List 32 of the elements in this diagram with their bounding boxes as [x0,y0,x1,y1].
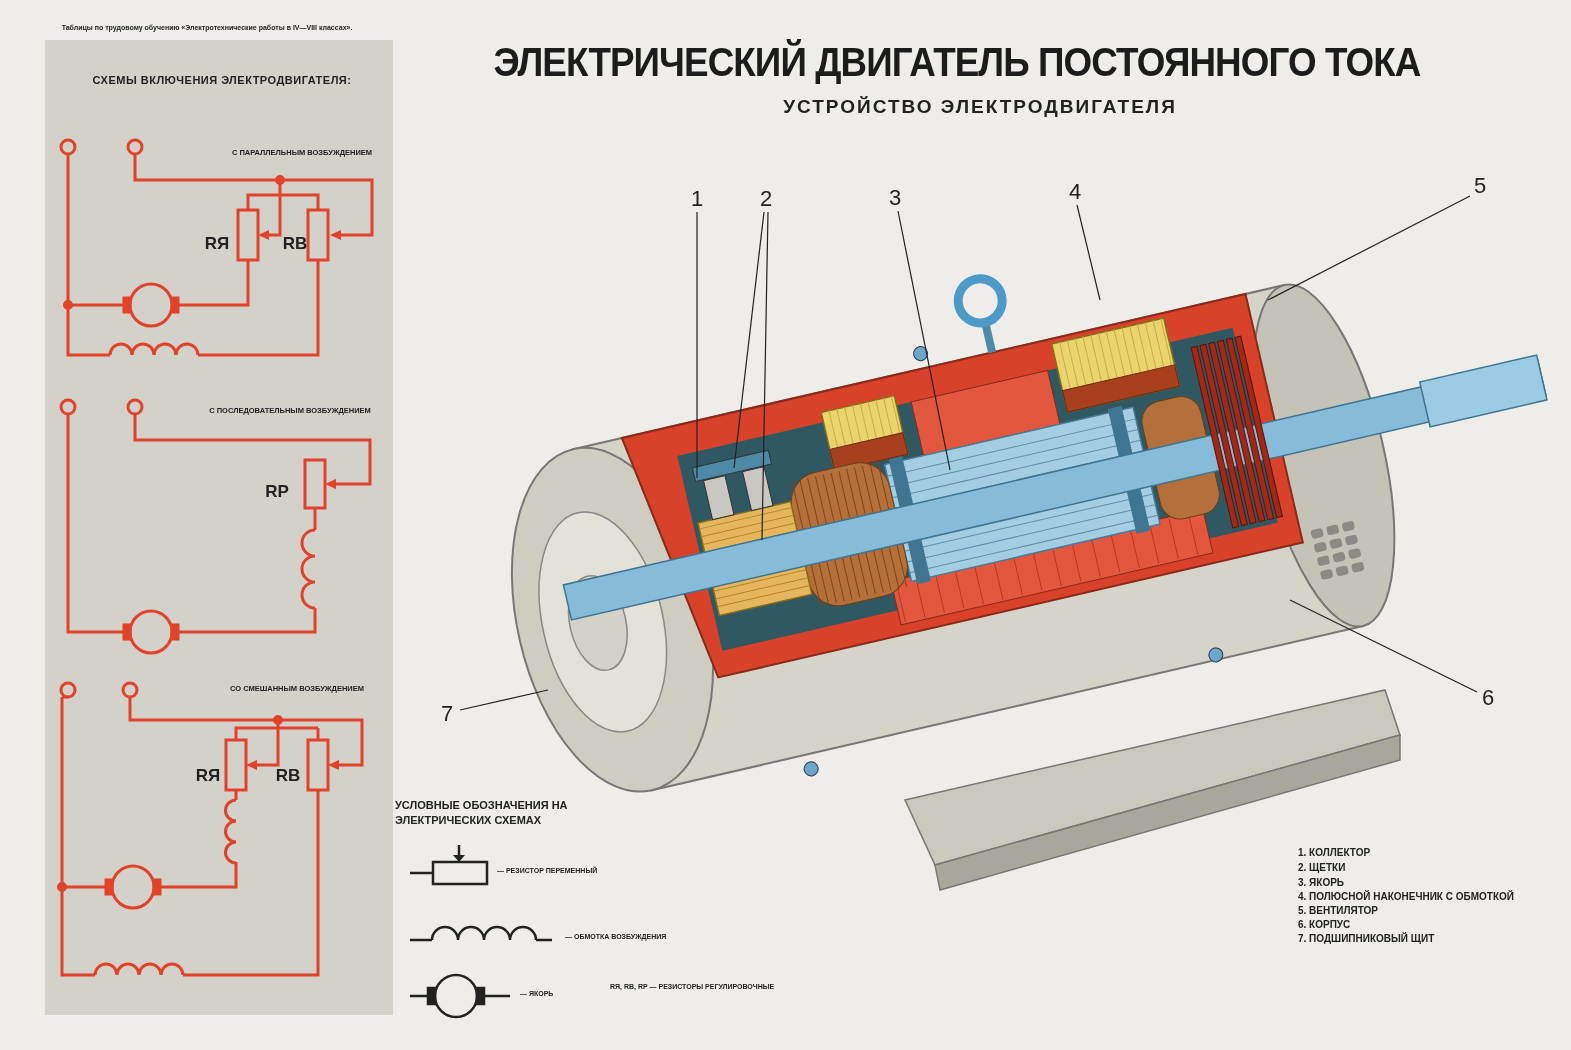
parts-list-item: 6. КОРПУС [1298,919,1351,930]
parts-list-item: 2. ЩЕТКИ [1298,862,1346,873]
circuit-panel [45,40,393,1015]
parts-list-item: 4. ПОЛЮСНОЙ НАКОНЕЧНИК С ОБМОТКОЙ [1298,891,1514,902]
title: ЭЛЕКТРИЧЕСКИЙ ДВИГАТЕЛЬ ПОСТОЯННОГО ТОКА [493,39,1421,85]
callout-number: 6 [1481,685,1495,711]
callout-number: 3 [888,185,902,211]
resistor-label: RB [275,766,301,786]
leader-line [761,211,769,541]
subtitle: УСТРОЙСТВО ЭЛЕКТРОДВИГАТЕЛЯ [783,96,1177,118]
legend-heading: УСЛОВНЫЕ ОБОЗНАЧЕНИЯ НА ЭЛЕКТРИЧЕСКИХ СХЕМАХ [395,798,569,828]
resistor-label: RB [282,234,308,254]
panel-heading: СХЕМЫ ВКЛЮЧЕНИЯ ЭЛЕКТРОДВИГАТЕЛЯ: [92,74,352,86]
resistor-label: RЯ [195,766,221,786]
callout-number: 4 [1068,179,1082,205]
leader-line [733,211,765,469]
leader-line [1076,204,1101,301]
parts-list-item: 5. ВЕНТИЛЯТОР [1298,905,1379,916]
leader-line [1289,599,1478,693]
parts-list-item: 1. КОЛЛЕКТОР [1298,847,1371,858]
resistor-label: RЯ [204,234,230,254]
leader-line [1267,195,1471,301]
leader-line [459,689,549,711]
callout-number: 7 [440,701,454,727]
callout-number: 1 [690,186,704,212]
leader-line [897,210,951,471]
leader-line [696,211,698,479]
callout-number: 5 [1473,173,1487,199]
parts-list-item: 7. ПОДШИПНИКОВЫЙ ЩИТ [1298,933,1435,944]
resistor-label: RP [265,482,289,502]
callout-number: 2 [759,186,773,212]
parts-list-item: 3. ЯКОРЬ [1298,877,1345,888]
